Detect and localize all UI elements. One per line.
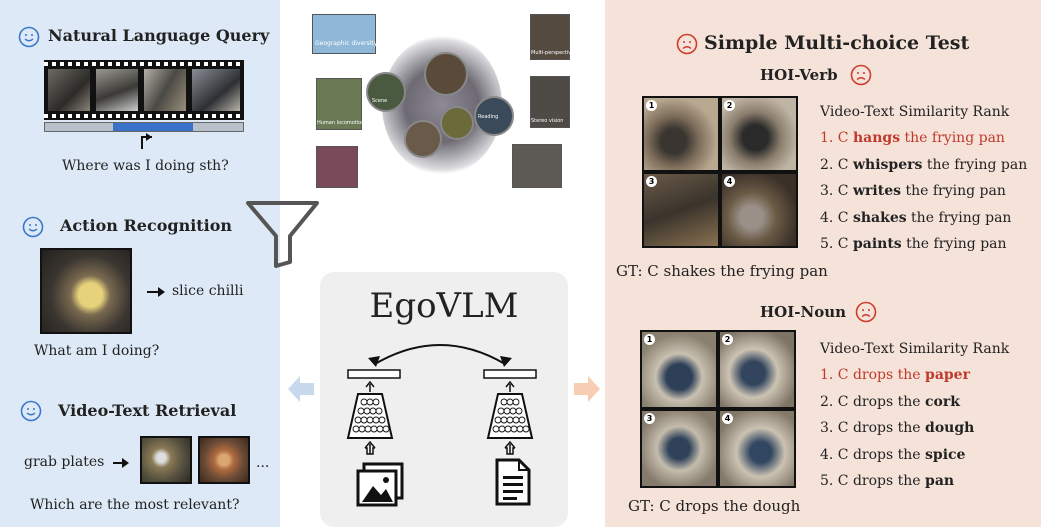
image-icon (356, 462, 404, 507)
noun-rank-item: 1. C drops the paper (820, 367, 970, 383)
timeline-pointer-icon (141, 133, 152, 149)
video-frame (720, 332, 794, 407)
frame-number: 1 (646, 100, 657, 111)
verb-rank-item: 3. C writes the frying pan (820, 183, 1006, 199)
ar-action-label: slice chilli (172, 283, 244, 299)
vtr-caption: Which are the most relevant? (30, 497, 240, 513)
nlq-caption: Where was I doing sth? (62, 158, 229, 174)
cluster-label: Reading (478, 114, 499, 120)
arrow-right-icon (574, 376, 600, 402)
frame-number: 1 (644, 334, 655, 345)
noun-frame-grid: 1 2 3 4 (640, 330, 796, 488)
data-cluster-visual: Geographic diversity Multi-perspective H… (312, 10, 574, 190)
noun-rank-item: 3. C drops the dough (820, 420, 975, 436)
frame-number: 3 (644, 413, 655, 424)
verb-rank-title: Video-Text Similarity Rank (820, 104, 1010, 120)
verb-ground-truth: GT: C shakes the frying pan (616, 262, 828, 280)
video-frame (720, 411, 794, 486)
video-frame (722, 174, 796, 246)
ar-video-frame (40, 248, 132, 334)
smile-icon (18, 26, 40, 48)
vtr-title: Video-Text Retrieval (58, 401, 237, 420)
arrow-right-icon (113, 458, 129, 468)
film-frame (48, 69, 90, 111)
film-frame (96, 69, 138, 111)
verb-rank-item: 1. C hangs the frying pan (820, 130, 1005, 146)
smile-icon (20, 400, 42, 422)
cluster-label: Multi-perspective (531, 50, 575, 56)
verb-subtitle: HOI-Verb (760, 66, 838, 84)
vtr-result-frame (198, 436, 250, 484)
noun-rank-item: 5. C drops the pan (820, 473, 955, 489)
noun-rank-item: 2. C drops the cork (820, 394, 960, 410)
cluster-label: Geographic diversity (315, 40, 378, 47)
noun-ground-truth: GT: C drops the dough (628, 497, 801, 515)
vtr-result-frame (140, 436, 192, 484)
frame-number: 2 (724, 100, 735, 111)
film-frame (144, 69, 186, 111)
frown-icon (850, 64, 872, 86)
arrow-left-icon (288, 376, 314, 402)
frame-number: 3 (646, 176, 657, 187)
frame-number: 2 (722, 334, 733, 345)
egovlm-architecture (346, 344, 537, 455)
vtr-query-text: grab plates (24, 454, 105, 470)
timeline-highlight (113, 123, 193, 131)
video-frame (644, 98, 718, 170)
film-frame (192, 69, 240, 111)
verb-rank-item: 2. C whispers the frying pan (820, 157, 1028, 173)
test-title: Simple Multi-choice Test (704, 32, 970, 54)
frame-number: 4 (722, 413, 733, 424)
funnel-icon (246, 201, 319, 268)
vtr-ellipsis: ... (256, 455, 270, 471)
film-strip (44, 60, 244, 120)
ar-caption: What am I doing? (34, 343, 160, 359)
document-icon (495, 458, 531, 506)
noun-subtitle: HOI-Noun (760, 303, 847, 321)
cluster-label: Scene (372, 98, 388, 104)
frown-icon (676, 33, 698, 55)
noun-rank-item: 4. C drops the spice (820, 447, 966, 463)
video-frame (642, 332, 716, 407)
frame-number: 4 (724, 176, 735, 187)
arrow-right-icon (147, 287, 165, 297)
cluster-label: Human locomotion (317, 120, 365, 126)
smile-icon (22, 216, 44, 238)
model-name: EgoVLM (369, 286, 519, 326)
verb-rank-item: 5. C paints the frying pan (820, 236, 1007, 252)
verb-frame-grid: 1 2 3 4 (642, 96, 798, 248)
noun-rank-title: Video-Text Similarity Rank (820, 341, 1010, 357)
verb-rank-item: 4. C shakes the frying pan (820, 210, 1012, 226)
cluster-label: Stereo vision (531, 118, 564, 124)
video-frame (642, 411, 716, 486)
video-frame (722, 98, 796, 170)
nlq-title: Natural Language Query (48, 26, 270, 45)
video-frame (644, 174, 718, 246)
timeline-bar (44, 122, 244, 132)
ar-title: Action Recognition (60, 216, 233, 235)
frown-icon (855, 301, 877, 323)
